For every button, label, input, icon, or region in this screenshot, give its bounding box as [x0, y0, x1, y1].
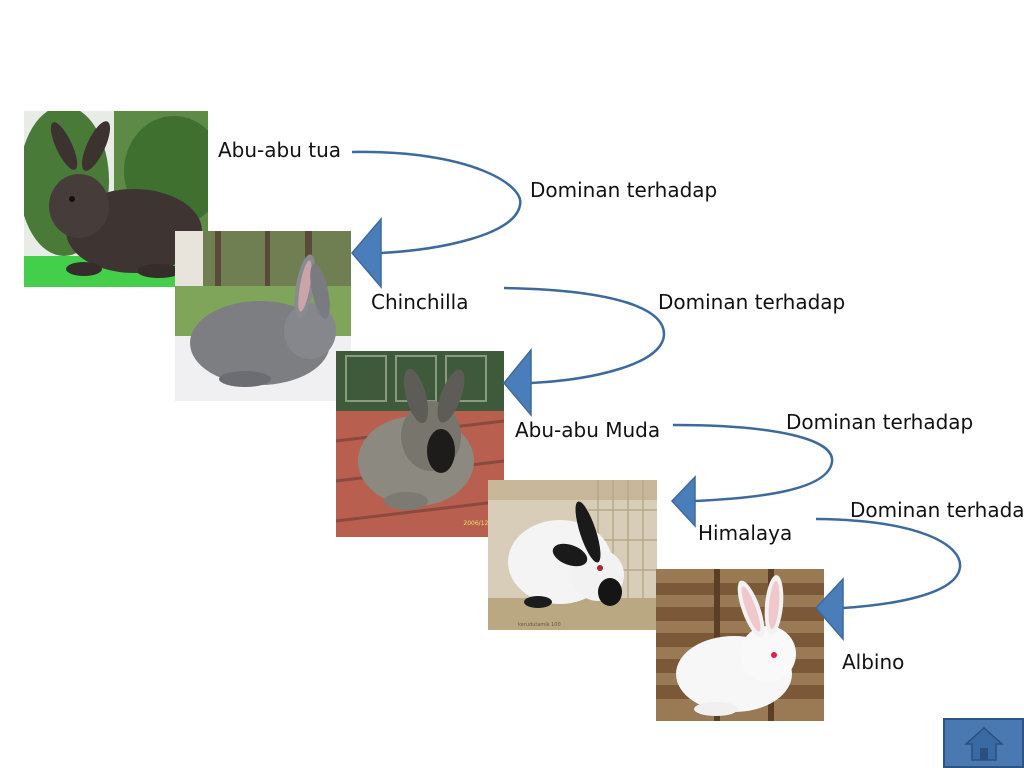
breed-label-chinchilla: Chinchilla — [371, 290, 469, 314]
home-icon — [963, 726, 1004, 761]
photo-abu-abu-tua-rabbit — [24, 111, 208, 287]
relation-label-4: Dominan terhadap — [850, 498, 1024, 522]
photo-abu-abu-muda-rabbit: 2006/12/15 — [336, 351, 504, 537]
photo-chinchilla-rabbit — [175, 231, 351, 401]
relation-label-1: Dominan terhadap — [530, 178, 718, 202]
breed-label-abu-abu-tua: Abu-abu tua — [218, 138, 342, 162]
dominance-arrow-2 — [503, 286, 666, 385]
arrowhead-2 — [503, 347, 532, 418]
dominance-arrow-4 — [815, 517, 962, 610]
home-button[interactable] — [943, 718, 1024, 768]
photo-watermark: kerudutamik 100 — [518, 622, 561, 628]
relation-label-3: Dominan terhadap — [786, 410, 974, 434]
arrowhead-3 — [670, 475, 696, 528]
breed-label-albino: Albino — [842, 650, 905, 674]
arrowhead-1 — [351, 216, 382, 290]
dominance-arrow-3 — [672, 423, 834, 503]
dominance-arrow-1 — [351, 150, 522, 255]
photo-watermark: 2006/12/15 — [463, 520, 498, 527]
breed-label-himalaya: Himalaya — [698, 521, 793, 545]
photo-albino-rabbit — [656, 569, 824, 721]
breed-label-abu-abu-muda: Abu-abu Muda — [515, 418, 661, 442]
photo-himalaya-rabbit: kerudutamik 100 — [488, 480, 657, 630]
relation-label-2: Dominan terhadap — [658, 290, 846, 314]
